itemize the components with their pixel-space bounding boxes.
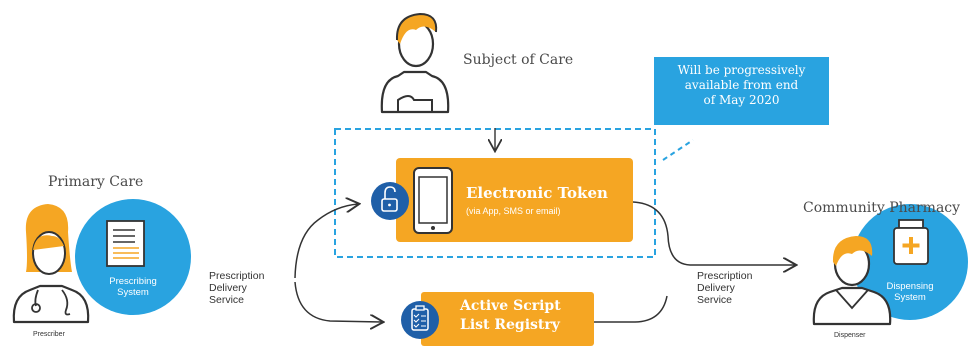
clipboard-icon bbox=[401, 301, 439, 339]
electronic-token-subtitle: (via App, SMS or email) bbox=[466, 206, 561, 216]
flow-to-registry bbox=[294, 281, 382, 322]
flow-token-to-pharmacy bbox=[632, 201, 795, 265]
active-script-box bbox=[421, 292, 594, 346]
community-pharmacy-label: Community Pharmacy bbox=[803, 200, 961, 216]
document-icon bbox=[106, 220, 145, 267]
dispensing-system-label: Dispensing System bbox=[886, 281, 934, 303]
availability-note: Will be progressively available from end… bbox=[654, 57, 829, 125]
prescriber-label: Prescriber bbox=[33, 331, 65, 338]
prescription-delivery-service-left: Prescription Delivery Service bbox=[209, 270, 265, 306]
prescribing-system-label: Prescribing System bbox=[109, 276, 157, 298]
unlock-icon bbox=[371, 182, 409, 220]
prescription-delivery-service-right: Prescription Delivery Service bbox=[697, 270, 753, 306]
note-connector bbox=[662, 139, 694, 161]
subject-of-care-label: Subject of Care bbox=[463, 52, 574, 68]
electronic-token-box bbox=[396, 158, 633, 242]
flow-to-token bbox=[294, 204, 358, 279]
prescriber-person-icon bbox=[12, 204, 90, 324]
flow-registry-to-pharmacy bbox=[594, 295, 668, 323]
subject-of-care-person-icon bbox=[380, 12, 450, 114]
dispenser-person-icon bbox=[812, 236, 892, 326]
medicine-bottle-icon bbox=[893, 219, 929, 265]
tablet-icon bbox=[413, 167, 453, 234]
primary-care-label: Primary Care bbox=[48, 174, 144, 190]
electronic-token-title: Electronic Token bbox=[466, 184, 608, 202]
dispenser-label: Dispenser bbox=[834, 332, 866, 339]
active-script-title: Active Script List Registry bbox=[460, 298, 561, 333]
